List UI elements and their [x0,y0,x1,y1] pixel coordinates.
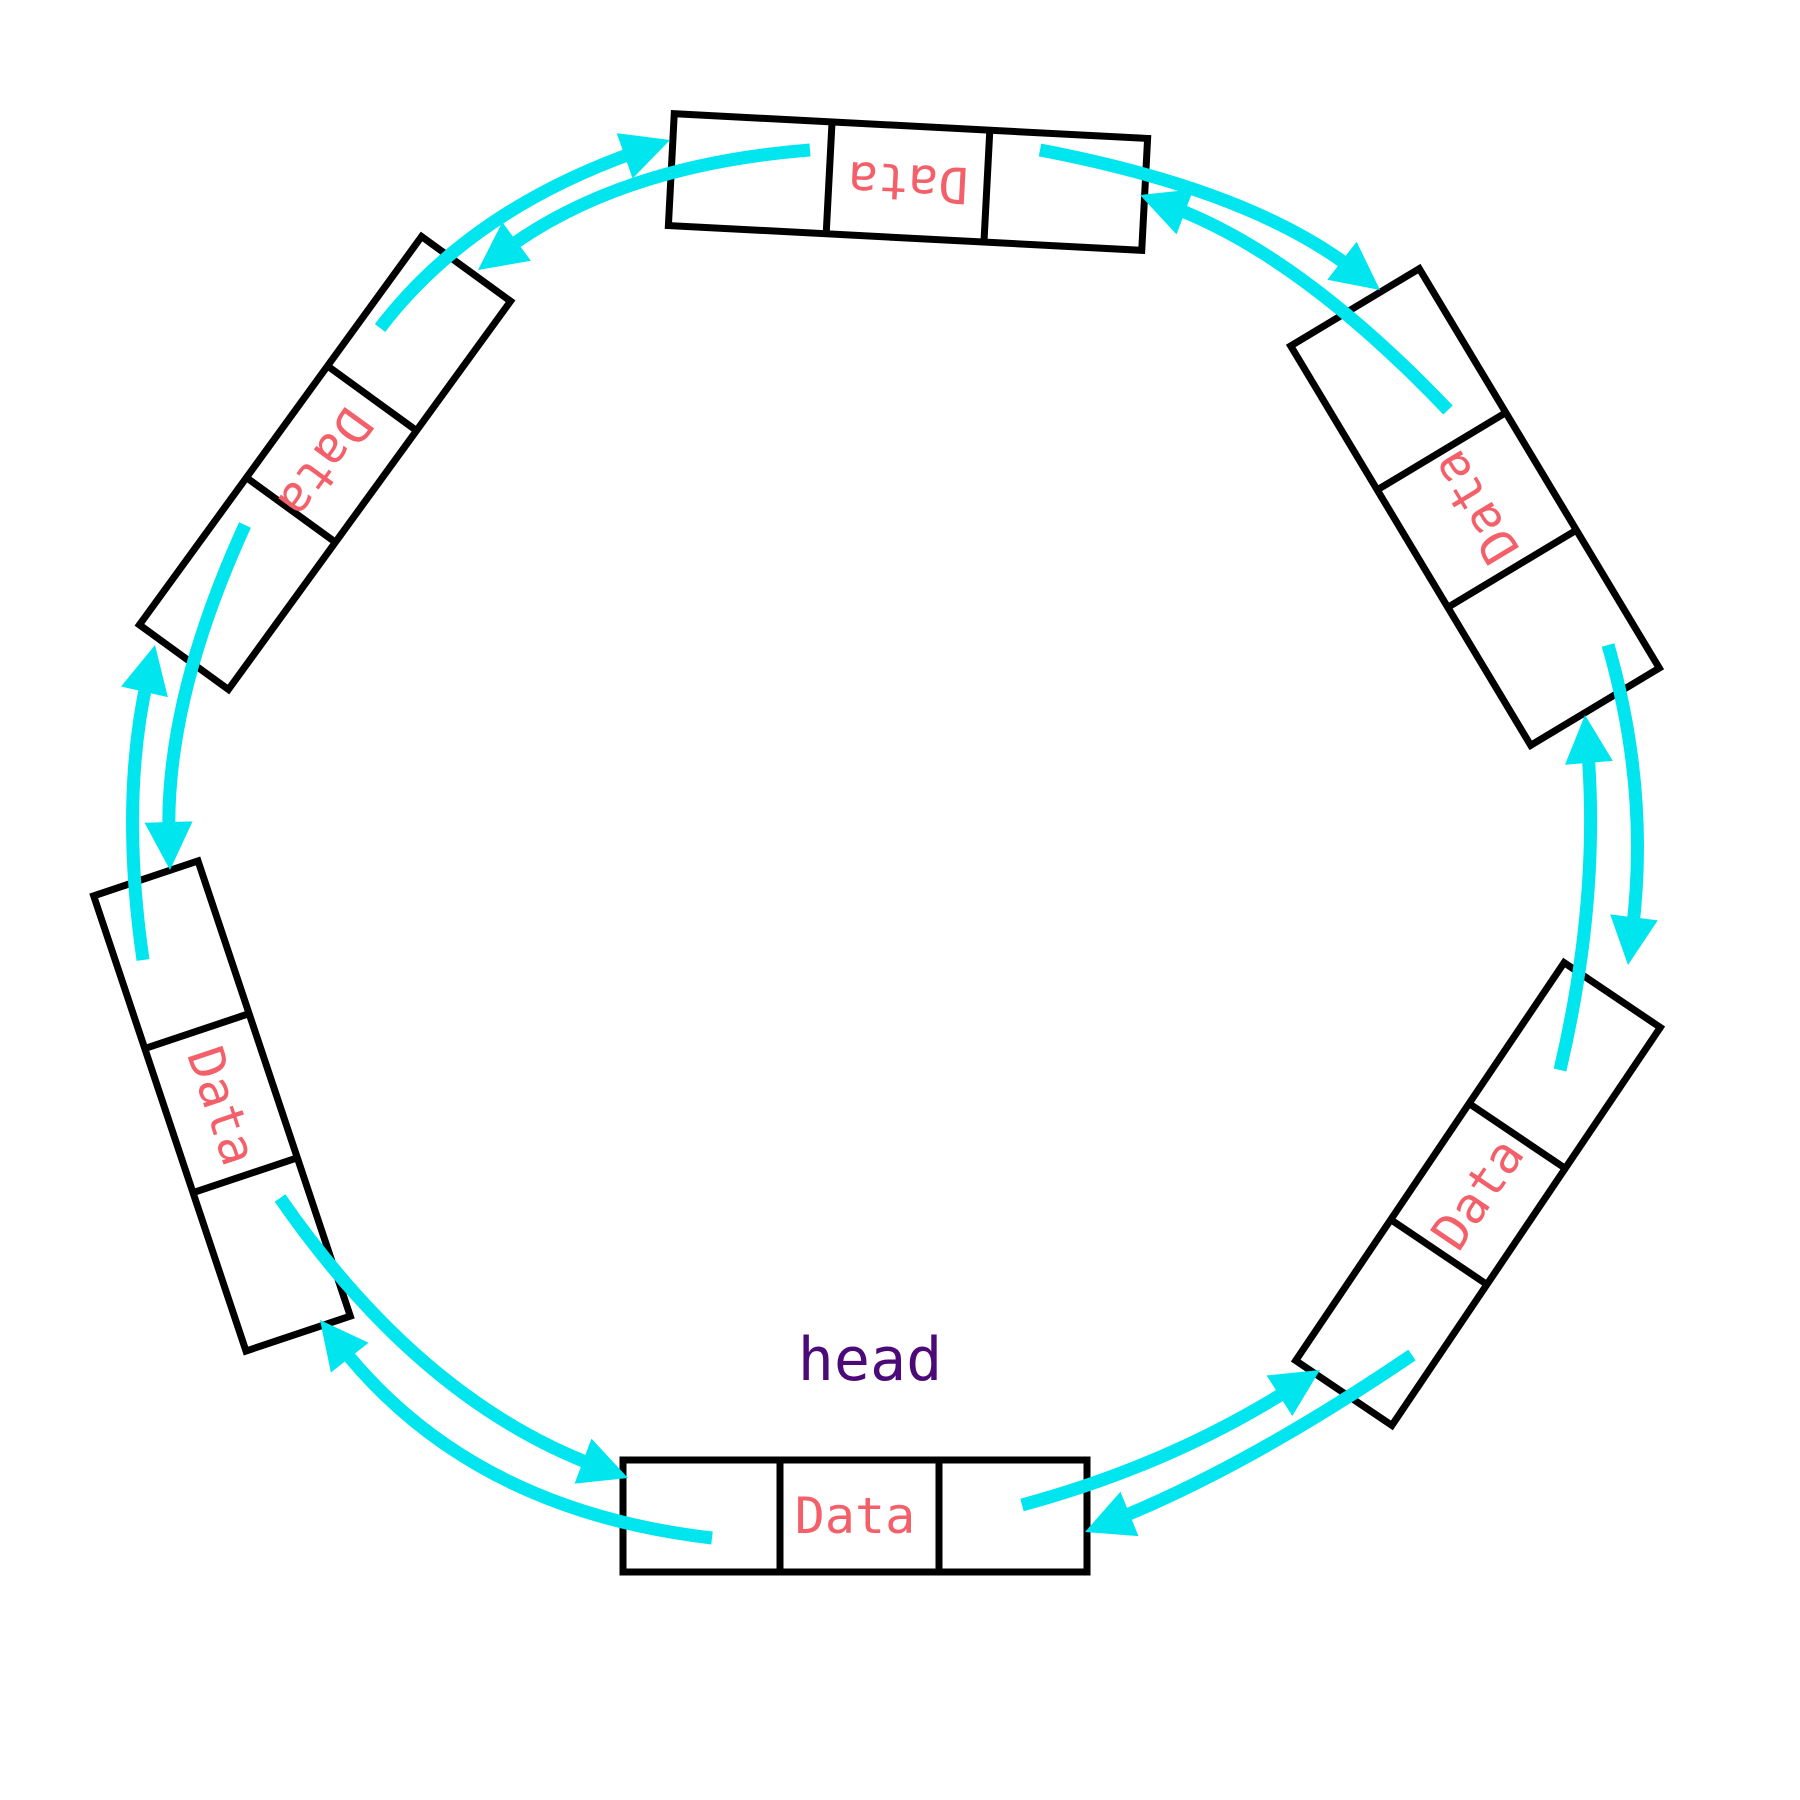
arrow-top-to-topright-next-line [1038,143,1358,275]
node-bottom-left-divider-right [191,1154,299,1196]
arrow-topleft-to-bottomleft-prev-line [162,522,251,837]
node-top-right-box [1285,263,1665,751]
node-top-left-divider-right [244,474,338,546]
node-bottom-right-divider-right [1467,1100,1568,1172]
arrow-top-to-topleft-prev-line [501,143,811,256]
arrow-topleft-to-bottomleft-prev [144,522,251,870]
arrowhead-icon [121,645,168,698]
arrowhead-icon [1610,914,1658,965]
arrow-bottomright-to-topright-prev [1553,715,1613,1072]
node-top-left-box [134,231,516,695]
node-top-right: Data [1285,263,1665,751]
node-bottom-data-label: Data [795,1487,915,1545]
arrow-bottomright-to-bottom-next-line [1113,1349,1416,1526]
arrow-bottomleft-to-topleft-next [121,645,168,961]
node-top-right-data-label: Data [1419,440,1531,573]
arrow-topright-to-top-prev [1140,189,1453,415]
node-bottom-left-box [89,856,355,1356]
arrow-topright-to-bottomright-next-line [1601,643,1644,933]
arrowhead-icon [1564,715,1613,765]
node-top-divider-right [822,121,836,234]
arrow-topright-to-top-prev-line [1169,200,1453,415]
arrowhead-icon [1085,1491,1139,1537]
arrow-bottomright-to-bottom-next [1085,1349,1416,1537]
arrowhead-icon [616,133,670,179]
arrow-bottomleft-to-bottom-next [274,1194,628,1484]
node-bottom-left: Data [89,856,355,1356]
head-label: head [798,1325,943,1395]
node-bottom-right: Data [1290,957,1666,1431]
arrow-top-to-topleft-prev [478,143,811,270]
node-top-right-divider-right [1375,409,1508,493]
node-bottom-right-divider-left [1388,1216,1489,1288]
arrowhead-icon [1327,241,1380,290]
arrow-topright-to-bottomright-next [1601,643,1658,965]
arrowhead-icon [320,1320,369,1373]
arrow-bottom-to-bottomleft-prev [320,1320,713,1545]
node-top: Data [664,109,1152,255]
arrow-topleft-to-top-next [374,133,670,332]
arrow-bottomright-to-topright-prev-line [1553,747,1598,1072]
pointer-arrows [121,133,1658,1545]
node-bottom-left-data-label: Data [175,1040,268,1173]
node-bottom-left-divider-left [143,1010,251,1052]
node-top-divider-left [980,130,994,243]
arrow-bottomleft-to-bottom-next-line [274,1194,599,1473]
arrowhead-icon [144,821,193,870]
node-top-right-divider-left [1445,527,1579,611]
node-bottom: Data [619,1456,1091,1576]
node-top-left: Data [134,231,516,695]
node-top-left-divider-left [325,363,419,434]
arrow-topleft-to-top-next-line [374,144,641,332]
arrow-bottom-to-bottomleft-prev-line [335,1342,713,1545]
node-top-data-label: Data [846,150,969,214]
arrowhead-icon [574,1438,628,1484]
arrowhead-icon [478,222,531,270]
arrow-bottom-to-bottomright-prev [1020,1370,1320,1512]
arrowhead-icon [1266,1370,1320,1416]
arrow-top-to-topright-next [1038,143,1380,290]
arrow-bottom-to-bottomright-prev-line [1020,1382,1296,1512]
arrowhead-icon [1140,189,1194,235]
arrow-bottomleft-to-topleft-next-line [126,676,154,961]
